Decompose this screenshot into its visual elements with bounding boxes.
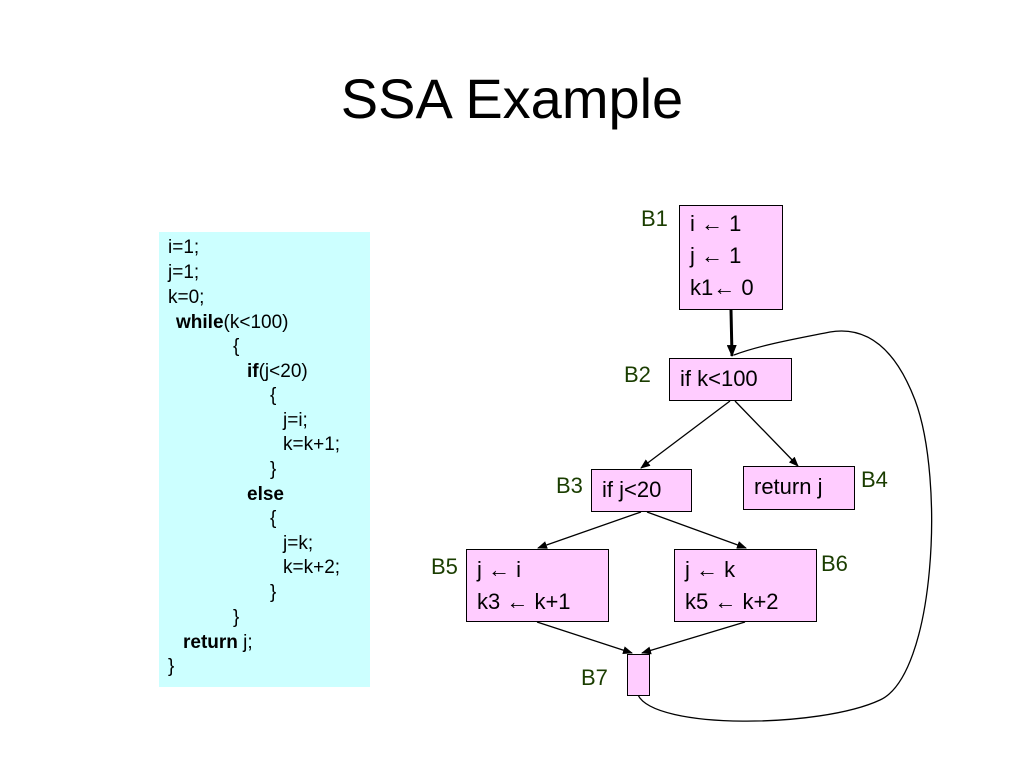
block-label-b4: B4 [861,467,888,492]
block-statement: j ← i [477,557,521,582]
source-code-panel: i=1; j=1; k=0; while(k<100) { if(j<20) {… [159,232,370,687]
edge-b2-b4 [734,400,799,467]
code-line: { [233,336,240,357]
edge-b1-b2 [726,309,737,357]
code-line: { [270,508,277,529]
block-b2: if k<100 [669,358,792,401]
block-statement: j ← k [685,557,736,582]
block-b7 [627,654,650,696]
keyword: while [176,312,224,333]
block-statement: k1← 0 [690,275,754,300]
keyword: if [247,361,259,382]
edge-b3-b6 [646,511,747,549]
code-line: j=i; [283,410,308,431]
code-line: return j; [183,632,253,653]
code-line: j=k; [283,533,314,554]
code-line: else [247,484,284,506]
code-line: } [270,582,277,603]
block-b3: if j<20 [591,469,692,512]
edge-b6-b7 [641,621,746,655]
block-label-b5: B5 [431,554,458,579]
block-b5: j ← i k3 ← k+1 [466,549,609,622]
code-line: if(j<20) [247,361,308,382]
block-statement: j ← 1 [690,243,742,268]
code-line: } [270,459,277,480]
code-line: i=1; [168,237,200,258]
block-b1: i ← 1 j ← 1 k1← 0 [679,205,783,310]
block-label-b2: B2 [624,362,651,387]
block-label-b3: B3 [556,473,583,498]
block-label-b6: B6 [821,551,848,576]
keyword: else [247,484,284,505]
block-statement: k3 ← k+1 [477,589,571,614]
edge-b3-b5 [537,511,642,549]
slide-title: SSA Example [340,67,684,130]
block-statement: if k<100 [680,366,758,391]
code-line: j=1; [168,262,200,283]
block-statement: i ← 1 [690,211,742,236]
block-b6: j ← k k5 ← k+2 [674,549,817,622]
keyword: return [183,632,238,653]
code-line: k=k+1; [283,434,341,455]
block-label-b7: B7 [581,665,608,690]
code-line: } [233,607,240,628]
code-line: k=k+2; [283,557,341,578]
block-statement: k5 ← k+2 [685,589,779,614]
edge-b5-b7 [536,621,633,655]
block-b4: return j [743,466,855,510]
code-line: { [270,385,277,406]
code-line: while(k<100) [176,312,289,333]
block-statement: return j [754,474,823,499]
block-label-b1: B1 [641,206,668,231]
edge-b7-b2-backedge [637,330,933,722]
code-line: k=0; [168,287,205,308]
code-line: } [168,656,175,677]
edge-b2-b3 [640,400,731,469]
block-statement: if j<20 [602,477,662,502]
